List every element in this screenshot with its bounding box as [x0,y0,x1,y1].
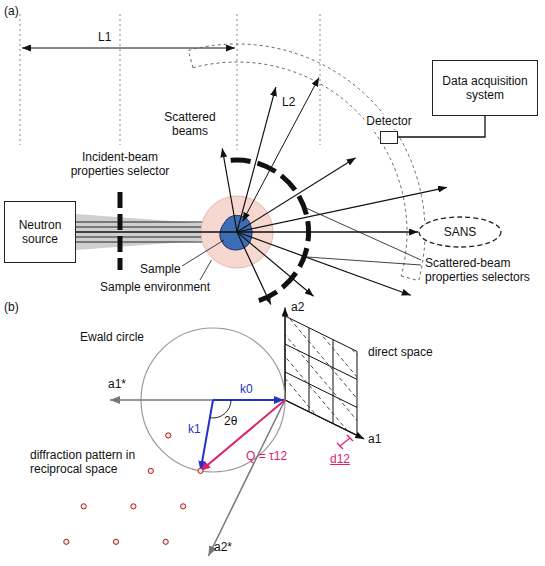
scattered-beams [237,232,314,296]
spacing-marker [347,435,353,441]
detector-track [188,44,425,281]
reciprocal-points [163,539,168,544]
direct-lattice [333,340,334,424]
scattered-beams [222,148,237,232]
spacing-marker [340,438,350,446]
direct-lattice [309,328,310,412]
detector-box: Detector [380,131,398,144]
detector-track [188,44,425,281]
incident-selector [118,192,123,270]
lattice-planes [156,222,456,542]
lattice-vector [285,400,364,439]
reciprocal-points [148,468,153,473]
lattice-planes [210,267,403,497]
leader-line [182,240,224,266]
scattered-beams [237,187,447,232]
circle-label: Ewald circle [80,330,150,344]
node-text: Neutron source [10,218,70,247]
part-label: Scattered-beam properties selectors [425,256,543,285]
reciprocal-points [113,539,118,544]
source-box: Neutron source [4,201,76,263]
dimension-label: L2 [282,95,295,109]
beam-lines [76,237,212,238]
spacing-label: d12 [330,452,350,466]
beam-lines [76,222,212,223]
part-label: Sample environment [100,280,210,294]
node-text: Detector [364,114,413,128]
note-label: diffraction pattern in reciprocal space [30,448,144,477]
region-label: direct space [368,345,433,359]
leader-line [307,257,421,265]
vector-label: a1* [108,377,126,391]
reciprocal-points [181,504,186,509]
reference-lines [20,14,21,145]
vector-label: a2* [214,540,232,554]
scattered-beams [237,232,271,305]
reference-lines [237,14,238,150]
beam-lines [76,242,212,243]
acquisition-box: Data acquisition system [432,60,538,116]
direct-lattice [285,344,357,379]
scattered-beams [237,158,356,232]
reference-lines [120,14,121,145]
lattice-planes [231,249,424,479]
leader-line [200,260,212,280]
leader-line [182,208,421,280]
distance-arrow [243,78,319,222]
lattice-planes [189,285,382,515]
reciprocal-points [81,504,86,509]
reciprocal-points [131,504,136,509]
lattice-planes [156,312,349,541]
vector-label: a1 [368,432,381,446]
detector-track [193,62,407,276]
lattice-planes [199,276,392,506]
direct-beam [76,231,418,232]
lattice-vector [284,308,285,400]
ellipse-outline [419,217,501,247]
spacing-marker [337,435,353,449]
scattered-beams [237,232,411,295]
vector-label: Q = τ12 [246,449,287,463]
panel-letter: (b) [4,300,19,314]
vector-label: k1 [188,422,201,436]
part-label: Incident-beam properties selector [62,150,178,179]
reciprocal-points [166,433,171,438]
vector-label: a2 [291,300,304,314]
reciprocal-axis [208,400,285,556]
reciprocal-axis [110,399,285,401]
reference-lines [320,14,321,145]
lattice-planes [253,231,446,461]
sans-ellipse: SANS [418,216,502,248]
node-text: SANS [444,225,477,239]
part-label: Sample [140,262,181,276]
node-text: Data acquisition system [438,74,532,103]
lattice-planes [242,240,435,469]
reciprocal-points [64,539,69,544]
part-label: Scattered beams [150,110,230,139]
lattice-planes [167,303,360,533]
dimension-label: L1 [98,30,111,44]
detector-track [401,276,418,281]
direct-lattice [357,351,358,435]
leader-line [306,208,421,260]
beam-lines [76,227,212,228]
reciprocal-points [198,468,203,473]
lattice-planes [221,258,414,488]
panel-letter: (a) [4,4,19,18]
scattered-beams [237,87,276,232]
spacing-marker [337,443,343,449]
detector-track [188,50,193,67]
wave-vector [213,399,284,401]
distance-arrow [22,48,235,49]
wave-vector [201,400,214,471]
sample [220,215,252,250]
vector-label: k0 [240,382,253,396]
reference-lines [20,14,320,150]
angle-label: 2θ [224,414,237,428]
